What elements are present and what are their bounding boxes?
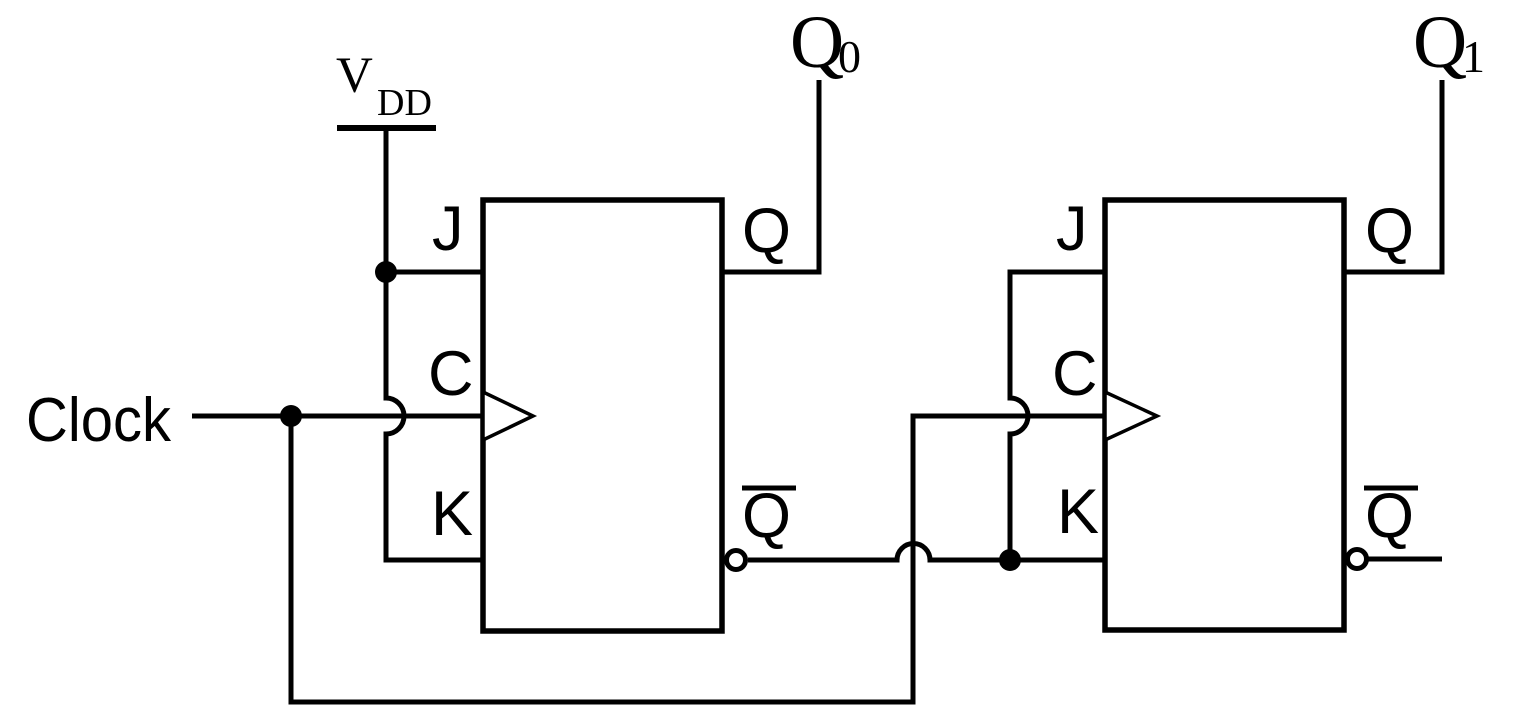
q1-terminal-subscript: 1 — [1462, 31, 1485, 82]
vdd-label: V — [336, 48, 373, 104]
ff1-qbar-wire — [748, 541, 1105, 563]
vdd-junction-dot — [375, 261, 397, 283]
ff2-c-pin-label: C — [1052, 339, 1098, 409]
ff1-qbar-pin-label: Q — [742, 481, 791, 551]
qbar-junction-dot — [999, 549, 1021, 571]
ff2-k-pin-label: K — [1057, 477, 1099, 547]
ff1-q-pin-label: Q — [742, 196, 791, 266]
ff2-j-pin-label: J — [1056, 194, 1088, 264]
clock-label: Clock — [26, 386, 172, 455]
ff2-j-branch-wire — [1007, 269, 1105, 560]
q0-terminal-label: Q — [790, 1, 844, 84]
vdd-branch-wire — [383, 128, 483, 563]
ff1-qbar-bubble-icon — [724, 548, 748, 572]
ff1-clock-edge-icon — [481, 389, 538, 443]
ff2-qbar-pin-label: Q — [1365, 481, 1414, 551]
q0-terminal-subscript: 0 — [838, 31, 861, 82]
clock-junction-dot — [280, 405, 302, 427]
ff1-c-pin-label: C — [428, 339, 474, 409]
ff2-clock-edge-icon — [1103, 389, 1162, 443]
vdd-label-subscript: DD — [377, 82, 432, 124]
ff1-k-pin-label: K — [431, 479, 473, 549]
ff2-q-pin-label: Q — [1365, 196, 1414, 266]
q1-terminal-label: Q — [1413, 1, 1467, 84]
ff2-q-wire — [1344, 80, 1445, 275]
ff2-qbar-bubble-icon — [1345, 547, 1369, 571]
ff1-j-pin-label: J — [432, 194, 464, 264]
ff1-q-wire — [722, 80, 822, 275]
clock-return-wire — [288, 413, 1105, 705]
